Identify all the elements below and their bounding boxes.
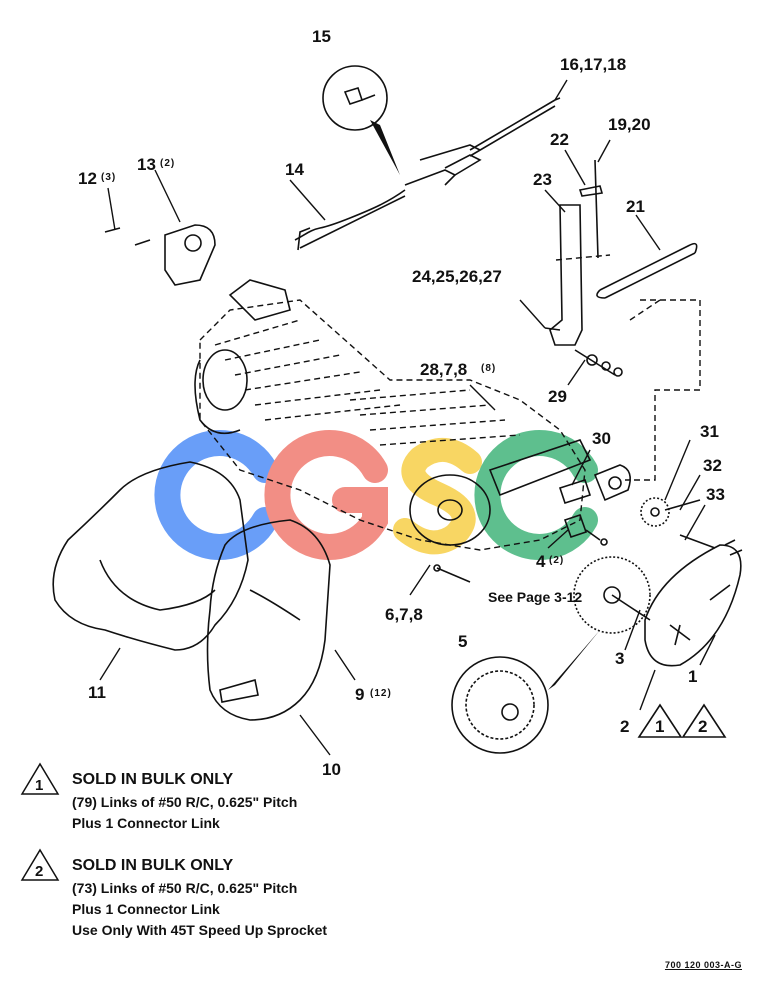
bolt-6-7-8 [433, 564, 471, 583]
leader-lines [99, 79, 716, 756]
note-2-line-1: (73) Links of #50 R/C, 0.625" Pitch [72, 880, 298, 896]
callout-4: 4 [536, 552, 546, 571]
callout-19-20: 19,20 [608, 115, 651, 134]
callout-2: 2 [620, 717, 629, 736]
note-2-triangle: 2 [20, 848, 60, 881]
callout-24-25-26-27: 24,25,26,27 [412, 267, 502, 286]
note-1-number: 1 [35, 777, 43, 794]
callout-3: 3 [615, 649, 624, 668]
spring-14 [294, 144, 482, 251]
triangle-ref-1: 1 [637, 703, 683, 738]
callout-5: 5 [458, 632, 467, 651]
watermark [154, 430, 598, 560]
drive-chain [644, 539, 743, 667]
baler-frame [194, 279, 701, 551]
sprocket-5 [451, 556, 651, 754]
collar-4 [563, 513, 608, 546]
detail-circle-15 [322, 65, 400, 175]
callout-21: 21 [626, 197, 645, 216]
callout-28-7-8: 28,7,8 [420, 360, 467, 379]
note-1: 1 SOLD IN BULK ONLY (79) Links of #50 R/… [20, 762, 440, 834]
notes-section: 1 SOLD IN BULK ONLY (79) Links of #50 R/… [20, 762, 440, 955]
shield-11 [52, 461, 249, 651]
callout-6-7-8: 6,7,8 [385, 605, 423, 624]
triangle-ref-1-number: 1 [655, 717, 664, 736]
callout-15: 15 [312, 27, 331, 46]
callout-13-qty: (2) [160, 158, 175, 169]
watermark-letter-g [264, 430, 388, 560]
callout-16-17-18: 16,17,18 [560, 55, 626, 74]
callout-13: 13 [137, 155, 156, 174]
triangle-ref-2: 2 [681, 703, 727, 738]
callout-labels: 15 16,17,18 12 (3) 13 (2) 14 22 19,20 23… [78, 27, 727, 779]
bracket-23 [544, 159, 623, 377]
callout-33: 33 [706, 485, 725, 504]
callout-28-7-8-qty: (8) [481, 363, 496, 374]
note-2: 2 SOLD IN BULK ONLY (73) Links of #50 R/… [20, 848, 440, 941]
callout-9: 9 [355, 685, 364, 704]
watermark-letter-c1 [154, 430, 278, 560]
note-1-heading: SOLD IN BULK ONLY [72, 771, 234, 788]
note-2-heading: SOLD IN BULK ONLY [72, 857, 234, 874]
callout-10: 10 [322, 760, 341, 779]
callout-31: 31 [700, 422, 719, 441]
callout-4-qty: (2) [549, 555, 564, 566]
callout-9-qty: (12) [370, 688, 392, 699]
sprocket-31 [640, 497, 716, 549]
watermark-letter-c2 [474, 430, 598, 560]
callout-29: 29 [548, 387, 567, 406]
note-1-line-1: (79) Links of #50 R/C, 0.625" Pitch [72, 794, 298, 810]
see-page-ref: See Page 3-12 [488, 589, 582, 605]
callout-11: 11 [88, 683, 106, 702]
bracket-13 [104, 224, 216, 286]
shaft-30 [558, 464, 631, 505]
callout-12-qty: (3) [101, 172, 116, 183]
spring-21 [596, 242, 698, 299]
drawing-number: 700 120 003-A-G [664, 960, 742, 970]
callout-22: 22 [550, 130, 569, 149]
callout-12: 12 [78, 169, 97, 188]
callout-1: 1 [688, 667, 697, 686]
callout-23: 23 [533, 170, 552, 189]
watermark-letter-s [393, 438, 482, 555]
note-1-triangle: 1 [20, 762, 60, 795]
note-2-number: 2 [35, 863, 43, 880]
callout-30: 30 [592, 429, 611, 448]
note-2-line-3: Use Only With 45T Speed Up Sprocket [72, 922, 328, 938]
note-1-line-2: Plus 1 Connector Link [72, 815, 220, 831]
callout-14: 14 [285, 160, 304, 179]
triangle-ref-2-number: 2 [698, 717, 707, 736]
note-2-line-2: Plus 1 Connector Link [72, 901, 220, 917]
rod-16-17-18 [469, 97, 561, 157]
callout-32: 32 [703, 456, 722, 475]
shield-10 [206, 519, 331, 721]
